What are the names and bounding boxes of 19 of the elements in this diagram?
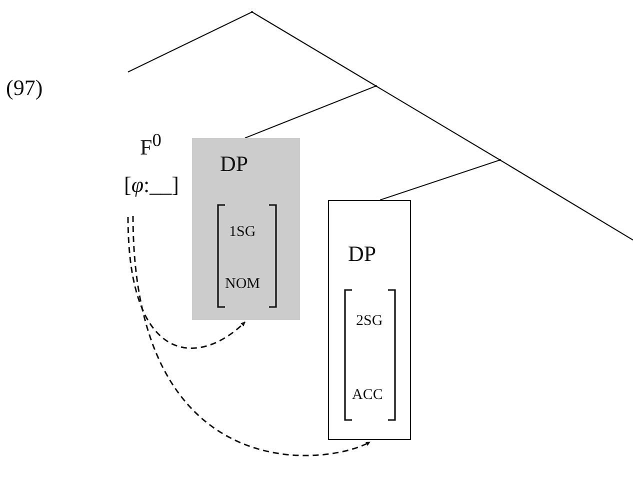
feature-value: NOM xyxy=(225,276,260,293)
tree-branch xyxy=(376,86,500,160)
category-label: DP xyxy=(220,151,248,177)
example-number: (97) xyxy=(6,75,43,101)
shaded-box xyxy=(192,138,300,320)
tree-branch xyxy=(500,160,633,240)
category-label: F$^{0}$ xyxy=(140,130,162,160)
feature-slot: [φ:__] xyxy=(124,172,179,198)
tree-branch xyxy=(244,85,376,139)
feature-value: 2SG xyxy=(356,313,383,330)
tree-branch xyxy=(128,12,252,72)
dotted-arrow xyxy=(132,216,370,456)
category-label: DP xyxy=(348,241,376,267)
framed-box xyxy=(328,200,411,440)
feature-value: 1SG xyxy=(229,224,256,241)
tree-branch xyxy=(252,12,376,86)
dotted-arrow xyxy=(127,216,246,349)
feature-value: ACC xyxy=(352,387,383,404)
tree-branch xyxy=(380,159,500,201)
